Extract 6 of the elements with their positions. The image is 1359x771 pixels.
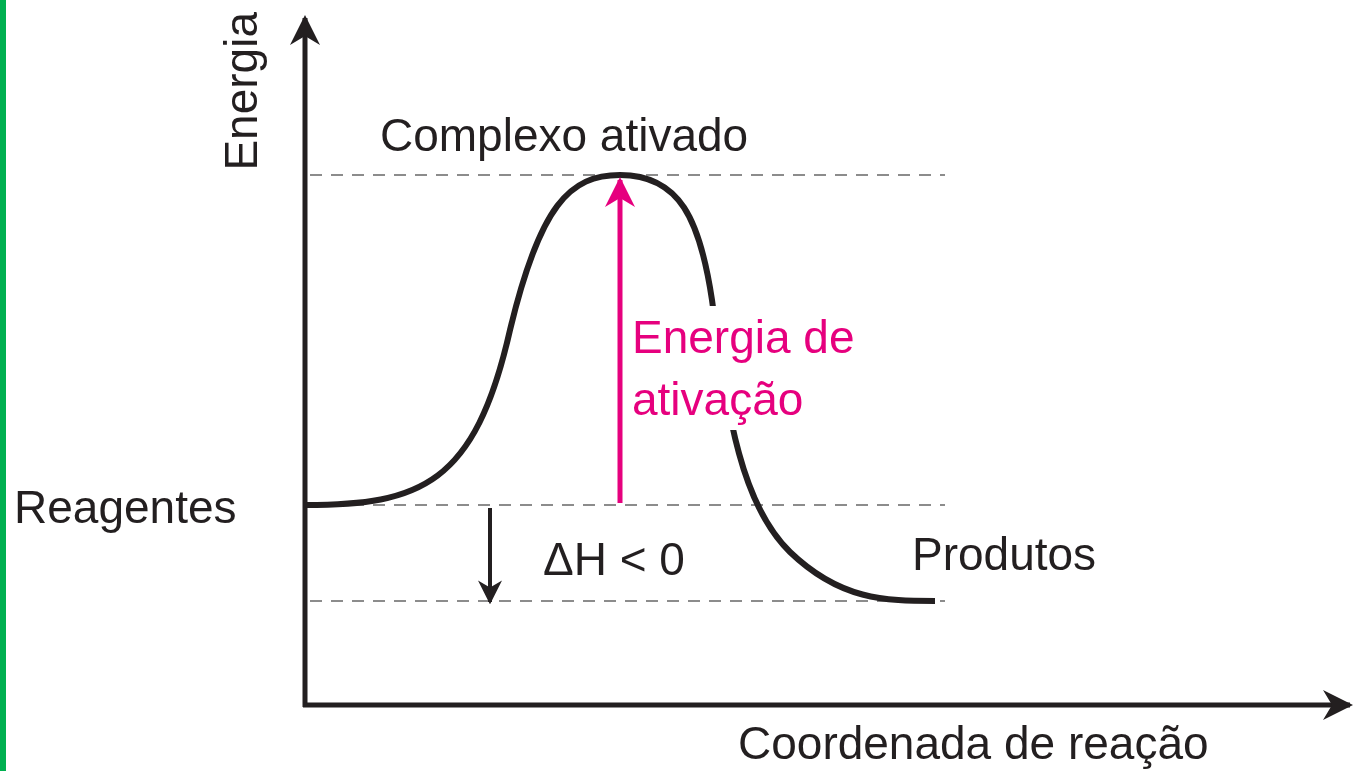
axis-value-label: Reagentes (14, 480, 237, 534)
peak-label: Complexo ativado (380, 108, 749, 162)
axis-label: Energia (214, 12, 268, 171)
curve-label: Produtos (912, 527, 1097, 581)
axis-label: Coordenada de reação (738, 716, 1209, 770)
enthalpy-label: ΔH < 0 (543, 532, 685, 586)
